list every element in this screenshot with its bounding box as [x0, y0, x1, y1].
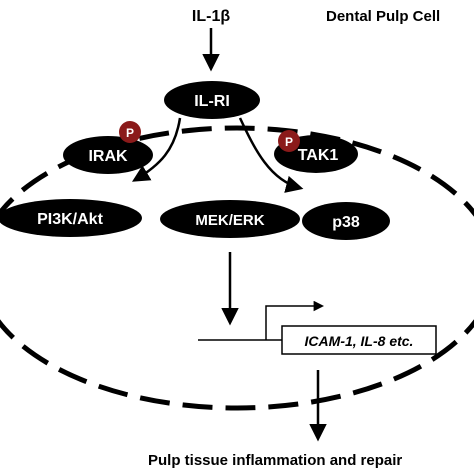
- irak-node: [63, 136, 153, 174]
- mek-node: [160, 200, 300, 238]
- mek-label: MEK/ERK: [195, 212, 264, 229]
- tak1-phospho-label: P: [285, 135, 293, 149]
- p38-node: [302, 202, 390, 240]
- gene-label: ICAM-1, IL-8 etc.: [305, 333, 414, 349]
- p38-label: p38: [332, 214, 360, 231]
- cell-membrane: [0, 125, 474, 411]
- outcome-label: Pulp tissue inflammation and repair: [148, 452, 402, 469]
- ligand-label: IL-1β: [192, 8, 230, 25]
- receptor-to-pi3k-arrow: [131, 117, 182, 182]
- receptor-node: [164, 81, 260, 119]
- tak1-label: TAK1: [298, 147, 339, 164]
- irak-phospho-badge: [119, 121, 141, 143]
- pi3k-node: [0, 199, 142, 237]
- cell-title: Dental Pulp Cell: [326, 8, 440, 25]
- irak-phospho-label: P: [126, 126, 134, 140]
- irak-label: IRAK: [88, 148, 128, 165]
- receptor-label: IL-RI: [194, 93, 230, 110]
- tak1-phospho-badge: [278, 130, 300, 152]
- gene-box: [281, 325, 437, 355]
- pi3k-label: PI3K/Akt: [37, 211, 103, 228]
- receptor-to-p38-arrow: [238, 117, 304, 193]
- transcription-start-arrow: [265, 300, 325, 340]
